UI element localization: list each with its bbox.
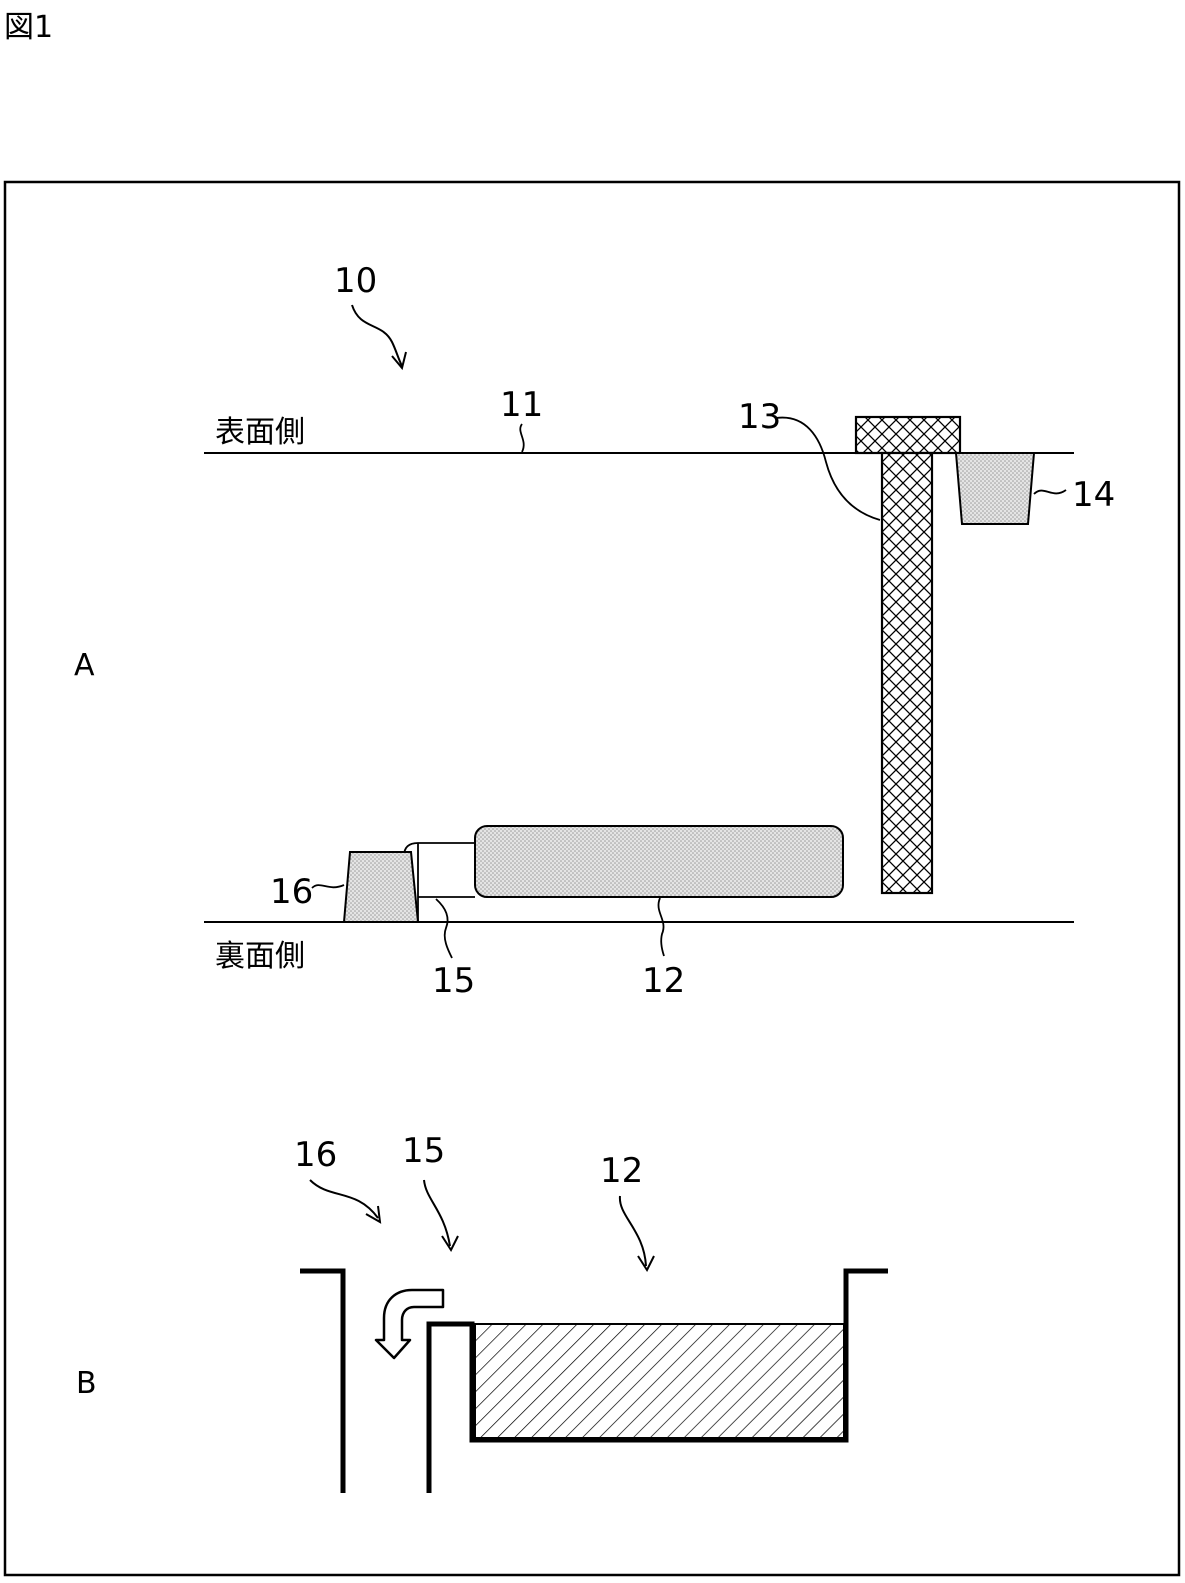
- ref-14-leader: [1034, 490, 1066, 494]
- ref-14-label: 14: [1072, 475, 1115, 515]
- liquid-region-12: [475, 1324, 844, 1438]
- ref-13-label: 13: [738, 397, 781, 437]
- ref-15-arrow-b: [424, 1180, 450, 1246]
- ref-12-arrow-b: [620, 1196, 646, 1266]
- ref-15-label-a: 15: [432, 961, 475, 1001]
- element-13-stem: [882, 453, 932, 893]
- front-side-label: 表面側: [215, 415, 305, 450]
- back-side-label: 裏面側: [215, 939, 305, 974]
- element-16: [344, 852, 418, 922]
- ref-10-arrow: [352, 305, 402, 366]
- ref-11-label: 11: [500, 385, 543, 425]
- ref-15-leader: [436, 899, 452, 958]
- ref-12-label-b: 12: [600, 1151, 643, 1191]
- ref-16-label-a: 16: [270, 872, 313, 912]
- element-12: [475, 826, 843, 897]
- element-14: [956, 453, 1034, 524]
- left-outer-wall: [300, 1271, 343, 1493]
- ref-12-label-a: 12: [642, 961, 685, 1001]
- ref-12-leader: [658, 898, 664, 956]
- ref-16-label-b: 16: [294, 1135, 337, 1175]
- element-13-cap: [856, 417, 960, 453]
- panel-b-label: B: [76, 1366, 97, 1401]
- ref-16-arrow-b: [310, 1180, 378, 1218]
- ref-15-label-b: 15: [402, 1131, 445, 1171]
- panel-a-label: A: [74, 648, 95, 683]
- ref-10-label: 10: [334, 261, 377, 301]
- ref-11-leader: [520, 424, 523, 452]
- ref-16-leader: [312, 885, 344, 888]
